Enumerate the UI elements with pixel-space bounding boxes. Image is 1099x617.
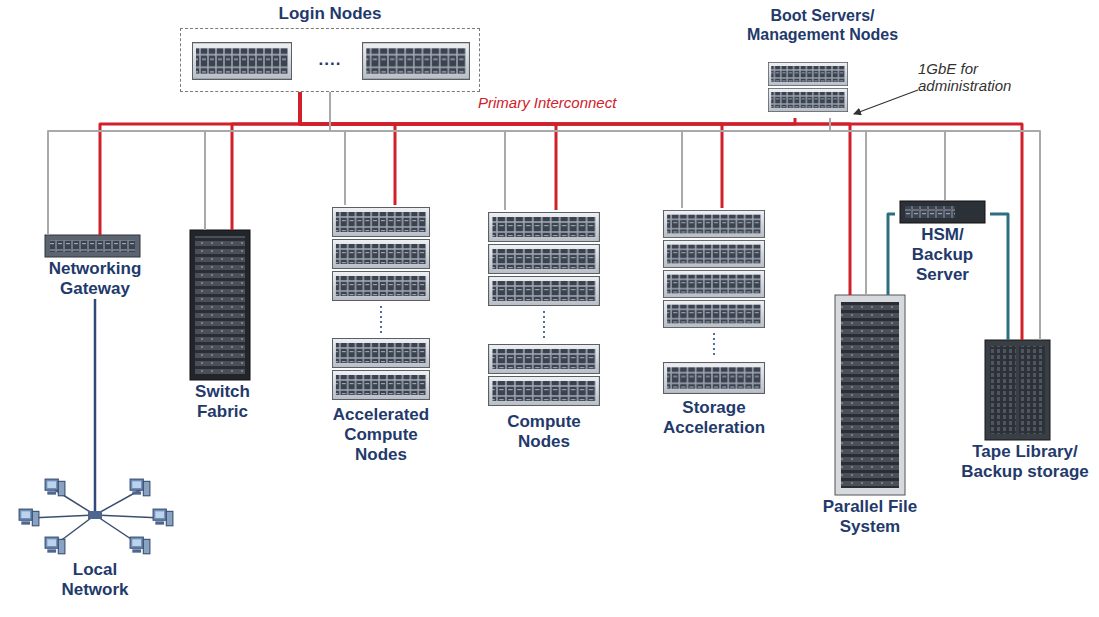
switch-fabric: Switch Fabric (185, 230, 260, 422)
interconnect-line (888, 214, 895, 295)
interconnect-line (48, 118, 830, 235)
interconnect-line (682, 118, 830, 208)
node-label: HSM/ Backup Server (895, 225, 990, 285)
image-area (895, 200, 990, 225)
ellipsis-line (543, 311, 545, 340)
tape-library (985, 340, 1050, 440)
interconnect-line (830, 118, 866, 295)
networking-gateway: Networking Gateway (35, 235, 155, 299)
server (768, 88, 847, 111)
node-label: Boot Servers/ Management Nodes (740, 6, 905, 44)
image-area (955, 340, 1095, 442)
tape-door (990, 346, 1016, 434)
server (332, 339, 429, 368)
image-area (740, 44, 905, 118)
computer-icon (130, 537, 150, 554)
computer-icon (130, 479, 150, 496)
interconnect-line (830, 118, 1040, 340)
interconnect-line (300, 92, 795, 124)
storage-unit (664, 300, 765, 327)
dashed-group: .... (180, 28, 480, 92)
server (768, 62, 847, 85)
image-area (35, 235, 155, 259)
server (489, 377, 600, 406)
gateway-device (45, 235, 140, 257)
interconnect-line (300, 92, 1022, 340)
storage-unit (664, 210, 765, 237)
node-label: Networking Gateway (35, 259, 155, 299)
interconnect-label: Primary Interconnect (478, 94, 648, 111)
server (489, 277, 600, 306)
server (332, 371, 429, 400)
image-area (55, 470, 135, 560)
interconnect-line (205, 118, 830, 230)
local-network: Local Network (55, 470, 135, 600)
server (363, 43, 470, 80)
node-label: Accelerated Compute Nodes (320, 405, 442, 465)
compute-nodes: Compute Nodes (484, 210, 604, 452)
node-label: Switch Fabric (185, 382, 260, 422)
interconnect-line (94, 299, 97, 470)
ellipsis-text: .... (317, 50, 344, 70)
interconnect-line (990, 214, 1008, 340)
node-label: Login Nodes (180, 4, 480, 24)
computer-icon (153, 509, 173, 526)
storage-unit (664, 240, 765, 267)
computer-icon (19, 509, 39, 526)
image-area (655, 208, 773, 398)
server (332, 240, 429, 269)
parallel-file-system: Parallel File System (805, 295, 935, 537)
server (489, 213, 600, 242)
network-drop (94, 470, 97, 515)
switch-rows (195, 236, 245, 374)
ellipsis-line (380, 306, 382, 334)
storage-unit (664, 270, 765, 297)
leader-arrow (854, 90, 918, 114)
interconnect-line (300, 92, 850, 295)
node-label: Parallel File System (805, 497, 935, 537)
computer-icon (45, 479, 65, 496)
server (332, 208, 429, 237)
management-nodes: Boot Servers/ Management Nodes (740, 6, 905, 118)
gateway-ports (50, 240, 135, 252)
interconnect-line (232, 92, 300, 230)
interconnect-line (330, 92, 830, 131)
login-nodes: Login Nodes.... (180, 4, 480, 92)
hsm-device (900, 201, 985, 223)
interconnect-line (505, 118, 830, 210)
node-label: Storage Acceleration (655, 398, 773, 438)
node-label: Compute Nodes (484, 412, 604, 452)
hsm-server: HSM/ Backup Server (895, 200, 990, 285)
image-area (185, 230, 260, 382)
admin-note: 1GbE for administration (918, 60, 1048, 94)
switch-rack (190, 230, 250, 380)
image-area (805, 295, 935, 497)
server (489, 245, 600, 274)
network-hub (88, 511, 102, 519)
pfs-rows (841, 302, 899, 488)
tape-library: Tape Library/ Backup storage (955, 340, 1095, 482)
interconnect-line (300, 92, 395, 205)
image-area (484, 210, 604, 412)
node-label: Local Network (55, 560, 135, 600)
server (332, 272, 429, 301)
hsm-ports (905, 206, 955, 218)
storage-unit (664, 363, 765, 394)
interconnect-line (100, 92, 300, 235)
interconnect-line (300, 92, 722, 208)
server (193, 43, 292, 80)
computer-icon (45, 537, 65, 554)
pfs-rack (835, 295, 905, 495)
tape-door (1019, 346, 1045, 434)
server (489, 345, 600, 374)
image-area (320, 205, 442, 405)
storage-acceleration: Storage Acceleration (655, 208, 773, 438)
accelerated-compute: Accelerated Compute Nodes (320, 205, 442, 465)
node-label: Tape Library/ Backup storage (955, 442, 1095, 482)
ellipsis-line (713, 333, 715, 358)
